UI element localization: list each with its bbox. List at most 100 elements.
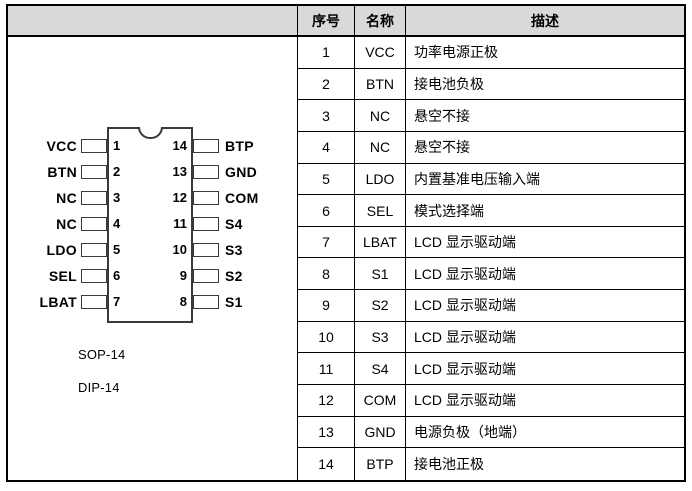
pin-number-left: 6 xyxy=(113,268,121,283)
pin-index-cell: 13 xyxy=(297,416,354,449)
pin-index-cell: 5 xyxy=(297,163,354,196)
pin-number-left: 1 xyxy=(113,138,121,153)
pin-desc-cell: LCD 显示驱动端 xyxy=(405,385,684,417)
pin-desc-cell: LCD 显示驱动端 xyxy=(405,353,684,386)
pin-index-cell: 9 xyxy=(297,290,354,322)
pin-name-cell: S3 xyxy=(354,321,405,354)
pin-index-cell: 4 xyxy=(297,131,354,164)
pin-label-left: BTN xyxy=(47,164,77,180)
pin-name-cell: GND xyxy=(354,416,405,449)
pin-index-cell: 6 xyxy=(297,195,354,227)
pin-label-right: GND xyxy=(225,164,258,180)
pin-number-right: 12 xyxy=(172,190,187,205)
pin-number-right: 13 xyxy=(172,164,187,179)
pin-desc-cell: 悬空不接 xyxy=(405,100,684,132)
pin-index-cell: 8 xyxy=(297,258,354,291)
pin-lead-icon xyxy=(193,295,219,309)
pin-row-4-11: NC 4 11 S4 xyxy=(8,217,297,231)
pin-label-left: SEL xyxy=(48,268,77,284)
pin-name-cell: VCC xyxy=(354,37,405,69)
pin-name-cell: SEL xyxy=(354,195,405,227)
pin-name-cell: COM xyxy=(354,385,405,417)
chip-body xyxy=(107,127,193,323)
pin-index-cell: 3 xyxy=(297,100,354,132)
pin-name-cell: S2 xyxy=(354,290,405,322)
pin-lead-icon xyxy=(193,217,219,231)
pin-row-3-12: NC 3 12 COM xyxy=(8,191,297,205)
pin-index-cell: 12 xyxy=(297,385,354,417)
pin-label-left: LDO xyxy=(46,242,77,258)
pin-desc-cell: LCD 显示驱动端 xyxy=(405,290,684,322)
pin-lead-icon xyxy=(193,165,219,179)
pin-index-cell: 14 xyxy=(297,448,354,480)
pin-lead-icon xyxy=(81,191,107,205)
pin-lead-icon xyxy=(193,269,219,283)
pin-lead-icon xyxy=(81,217,107,231)
pin-label-right: S4 xyxy=(225,216,243,232)
pin-index-cell: 1 xyxy=(297,37,354,69)
pin-lead-icon xyxy=(193,243,219,257)
pin-desc-cell: 接电池正极 xyxy=(405,448,684,480)
package-label-sop14: SOP-14 xyxy=(78,347,126,362)
pin-desc-cell: 模式选择端 xyxy=(405,195,684,227)
pin-row-1-14: VCC 1 14 BTP xyxy=(8,139,297,153)
pin-row-2-13: BTN 2 13 GND xyxy=(8,165,297,179)
pin-index-cell: 10 xyxy=(297,321,354,354)
pin-number-right: 9 xyxy=(179,268,187,283)
pin-number-left: 3 xyxy=(113,190,121,205)
pin-name-cell: BTN xyxy=(354,68,405,101)
pin-row-6-9: SEL 6 9 S2 xyxy=(8,269,297,283)
pin-description-table: 序号 名称 描述 VCC 1 14 BTP BTN 2 13 GND xyxy=(6,4,686,482)
pin-label-right: S2 xyxy=(225,268,243,284)
pin-number-right: 8 xyxy=(179,294,187,309)
package-label-dip14: DIP-14 xyxy=(78,380,120,395)
pin-row-7-8: LBAT 7 8 S1 xyxy=(8,295,297,309)
pin-number-left: 5 xyxy=(113,242,121,257)
pin-name-cell: LBAT xyxy=(354,226,405,259)
pin-name-cell: S4 xyxy=(354,353,405,386)
pin-number-left: 4 xyxy=(113,216,121,231)
pin-number-right: 11 xyxy=(173,216,187,231)
pin-label-left: VCC xyxy=(46,138,77,154)
header-name: 名称 xyxy=(354,6,405,37)
pin-number-left: 7 xyxy=(113,294,121,309)
pin-lead-icon xyxy=(81,269,107,283)
pin-index-cell: 11 xyxy=(297,353,354,386)
pin-desc-cell: 电源负极（地端） xyxy=(405,416,684,449)
header-index: 序号 xyxy=(297,6,354,37)
pin-name-cell: NC xyxy=(354,100,405,132)
pin-lead-icon xyxy=(81,295,107,309)
pin-lead-icon xyxy=(81,243,107,257)
pin-name-cell: LDO xyxy=(354,163,405,196)
pin-label-left: LBAT xyxy=(39,294,77,310)
pin-desc-cell: 内置基准电压输入端 xyxy=(405,163,684,196)
pin-desc-cell: LCD 显示驱动端 xyxy=(405,226,684,259)
pin-lead-icon xyxy=(193,191,219,205)
pin-lead-icon xyxy=(81,165,107,179)
pin-lead-icon xyxy=(193,139,219,153)
pin-label-right: COM xyxy=(225,190,259,206)
pin-desc-cell: LCD 显示驱动端 xyxy=(405,258,684,291)
pin-name-cell: S1 xyxy=(354,258,405,291)
pin-name-cell: BTP xyxy=(354,448,405,480)
pin-index-cell: 2 xyxy=(297,68,354,101)
pin-label-left: NC xyxy=(56,216,77,232)
header-diagram-cell xyxy=(8,6,297,37)
pin-desc-cell: 接电池负极 xyxy=(405,68,684,101)
pin-name-cell: NC xyxy=(354,131,405,164)
pin-number-left: 2 xyxy=(113,164,121,179)
pin-label-right: S1 xyxy=(225,294,243,310)
pin-label-right: S3 xyxy=(225,242,243,258)
pin-number-right: 14 xyxy=(172,138,187,153)
pin-label-right: BTP xyxy=(225,138,254,154)
pin-lead-icon xyxy=(81,139,107,153)
pin-row-5-10: LDO 5 10 S3 xyxy=(8,243,297,257)
pin-index-cell: 7 xyxy=(297,226,354,259)
pin-desc-cell: 功率电源正极 xyxy=(405,37,684,69)
pin-desc-cell: 悬空不接 xyxy=(405,131,684,164)
pin-label-left: NC xyxy=(56,190,77,206)
pin-desc-cell: LCD 显示驱动端 xyxy=(405,321,684,354)
pin-number-right: 10 xyxy=(172,242,187,257)
chip-pinout-diagram: VCC 1 14 BTP BTN 2 13 GND NC 3 12 xyxy=(8,37,297,480)
